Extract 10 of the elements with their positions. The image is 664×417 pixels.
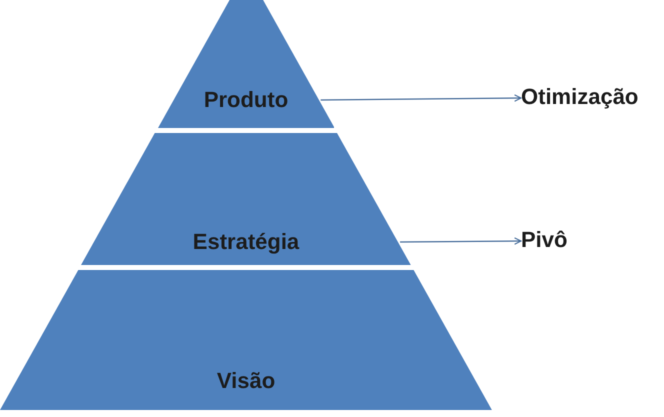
outcome-label: Pivô: [521, 226, 568, 254]
pyramid-tier: [0, 270, 492, 410]
tier-label: Produto: [204, 87, 288, 113]
arrow: [320, 94, 522, 102]
arrow: [400, 237, 522, 245]
outcome-label: Otimização: [521, 83, 638, 111]
pyramid-tier: [81, 133, 411, 265]
pyramid-tier: [158, 0, 334, 128]
tier-label: Visão: [216, 368, 276, 394]
tier-label: Estratégia: [192, 229, 300, 255]
